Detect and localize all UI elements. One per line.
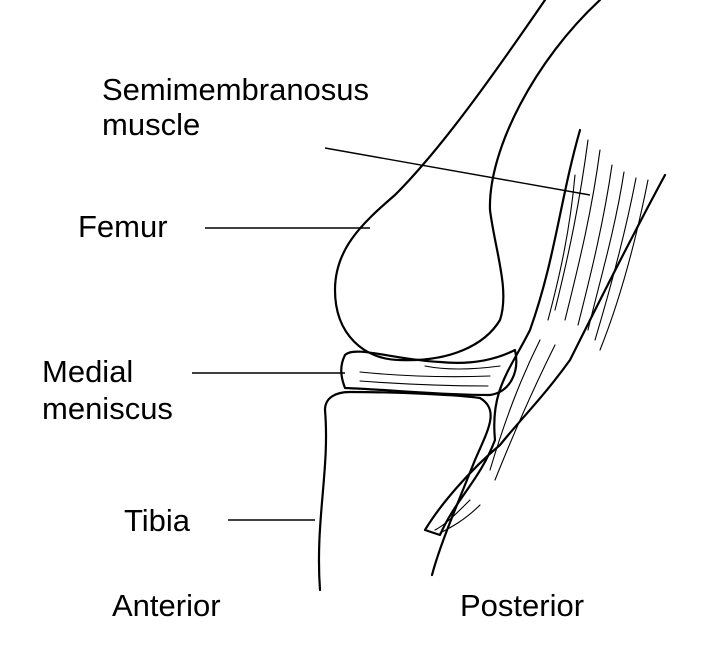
semimembranosus-label-line2: muscle <box>102 107 201 142</box>
semimembranosus-leader <box>324 147 591 196</box>
femur-outline <box>333 0 602 362</box>
meniscus-fibres <box>359 365 501 387</box>
posterior-label: Posterior <box>460 588 585 623</box>
meniscus-label-line1: Medial <box>42 354 134 389</box>
tibia-label: Tibia <box>124 503 191 538</box>
meniscus-outline <box>340 348 518 397</box>
muscle-outline <box>423 128 667 537</box>
anterior-label: Anterior <box>112 588 221 623</box>
muscle-fibres <box>434 139 649 534</box>
meniscus-label-line2: meniscus <box>42 391 173 426</box>
femur-label: Femur <box>78 209 168 244</box>
tibia-outline <box>317 390 492 592</box>
semimembranosus-label-line1: Semimembranosus <box>102 72 370 107</box>
